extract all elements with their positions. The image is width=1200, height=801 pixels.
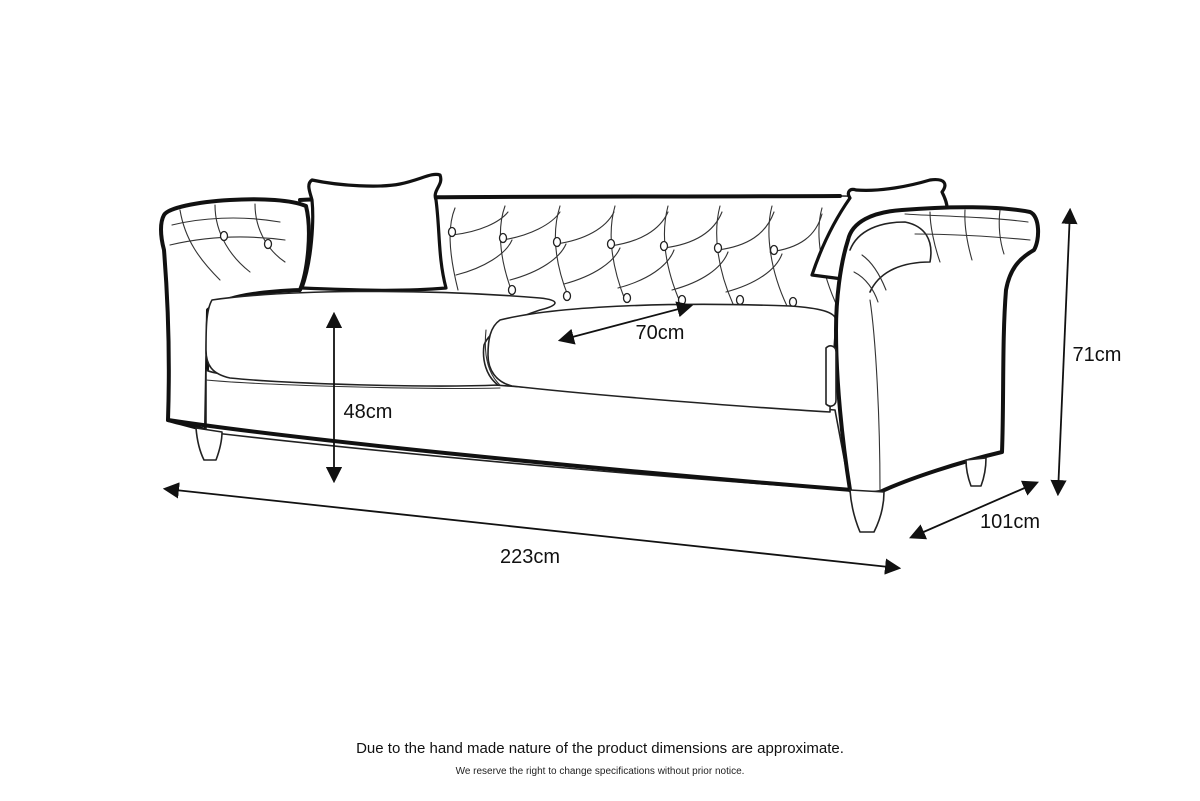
sofa-base-bottom-edge <box>166 418 854 492</box>
left-scatter-cushion <box>300 172 448 292</box>
specification-change-notice: We reserve the right to change specifica… <box>455 766 745 777</box>
dimension-arrows <box>162 207 1078 575</box>
right-bolster <box>825 345 837 407</box>
seat-depth-label: 70cm <box>636 322 685 344</box>
right-arm-inner-roll <box>849 221 932 293</box>
sofa-illustration <box>159 172 1041 533</box>
height-label: 71cm <box>1073 344 1122 366</box>
right-arm-front-piping <box>869 299 881 491</box>
leg-front-left <box>195 427 223 461</box>
seat-depth-arrow <box>557 301 694 345</box>
back-buttons <box>447 226 798 308</box>
left-seat-piping <box>205 379 501 389</box>
right-arm-tufting <box>853 209 1031 303</box>
leg-back-right <box>965 457 987 487</box>
height-arrow <box>1050 207 1078 497</box>
right-seat-piping <box>484 329 501 386</box>
width-label: 223cm <box>500 546 560 568</box>
dimension-labels: 223cm 71cm 101cm 48cm 70cm <box>344 322 1122 568</box>
depth-arrow <box>909 480 1039 540</box>
width-arrow <box>162 482 902 575</box>
approximate-dimensions-notice: Due to the hand made nature of the produ… <box>356 740 844 757</box>
left-arm-tufting <box>169 203 286 281</box>
left-seat-cushion <box>205 290 556 387</box>
right-arm <box>834 205 1041 496</box>
leg-front-right <box>849 489 885 533</box>
depth-label: 101cm <box>980 511 1040 533</box>
seat-height-label: 48cm <box>344 401 393 423</box>
